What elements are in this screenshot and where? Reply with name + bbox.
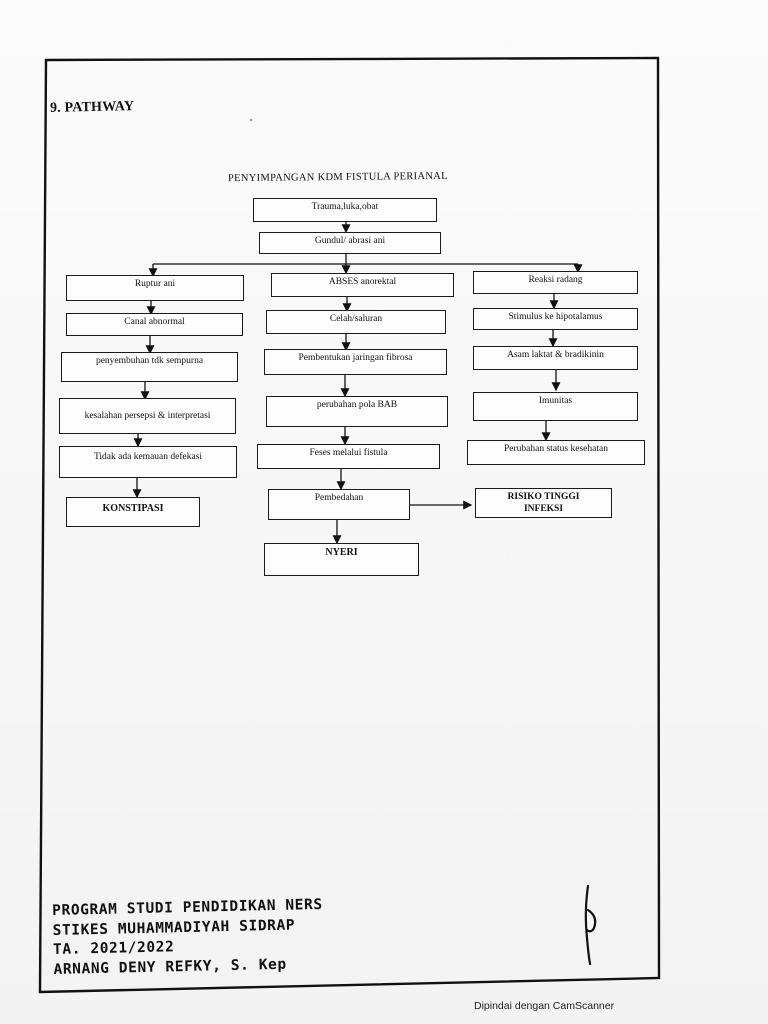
risk-line-1: RISIKO TINGGI (507, 492, 580, 502)
node-pembentukan-fibrosa: Pembentukan jaringan fibrosa (264, 349, 447, 375)
node-canal-abnormal: Canal abnormal (66, 313, 243, 336)
node-celah-saluran: Celah/saluran (266, 310, 446, 334)
node-nyeri: NYERI (264, 543, 419, 576)
node-ruptur-ani: Ruptur ani (66, 275, 244, 301)
node-asam-laktat: Asam laktat & bradikinin (473, 346, 638, 370)
node-pembedahan: Pembedahan (268, 489, 410, 520)
footer-block: PROGRAM STUDI PENDIDIKAN NERS STIKES MUH… (52, 896, 324, 980)
node-imunitas: Imunitas (473, 392, 638, 421)
node-tidak-ada-kemauan: Tidak ada kemauan defekasi (59, 446, 237, 478)
node-feses-melalui-fistula: Feses melalui fistula (257, 444, 440, 469)
signature-mark (584, 884, 597, 966)
node-konstipasi: KONSTIPASI (66, 497, 200, 527)
node-perubahan-pola-bab: perubahan pola BAB (266, 396, 448, 427)
node-kesalahan-persepsi: kesalahan persepsi & interpretasi (59, 398, 236, 434)
node-gundul: Gundul/ abrasi ani (259, 232, 441, 254)
node-reaksi-radang: Reaksi radang (473, 271, 638, 294)
risk-line-2: INFEKSI (523, 504, 564, 514)
node-risiko-tinggi-infeksi: RISIKO TINGGI INFEKSI (475, 488, 612, 518)
node-penyembuhan: penyembuhan tdk sempurna (61, 352, 238, 382)
node-trauma: Trauma,luka,obat (253, 198, 437, 222)
node-perubahan-status: Perubahan status kesehatan (467, 440, 645, 465)
node-abses-anorektal: ABSES anorektal (271, 273, 454, 297)
node-stimulus-hipotalamus: Stimulus ke hipotalamus (473, 308, 638, 330)
speck (250, 119, 252, 121)
scanner-watermark: Dipindai dengan CamScanner (474, 1000, 615, 1012)
